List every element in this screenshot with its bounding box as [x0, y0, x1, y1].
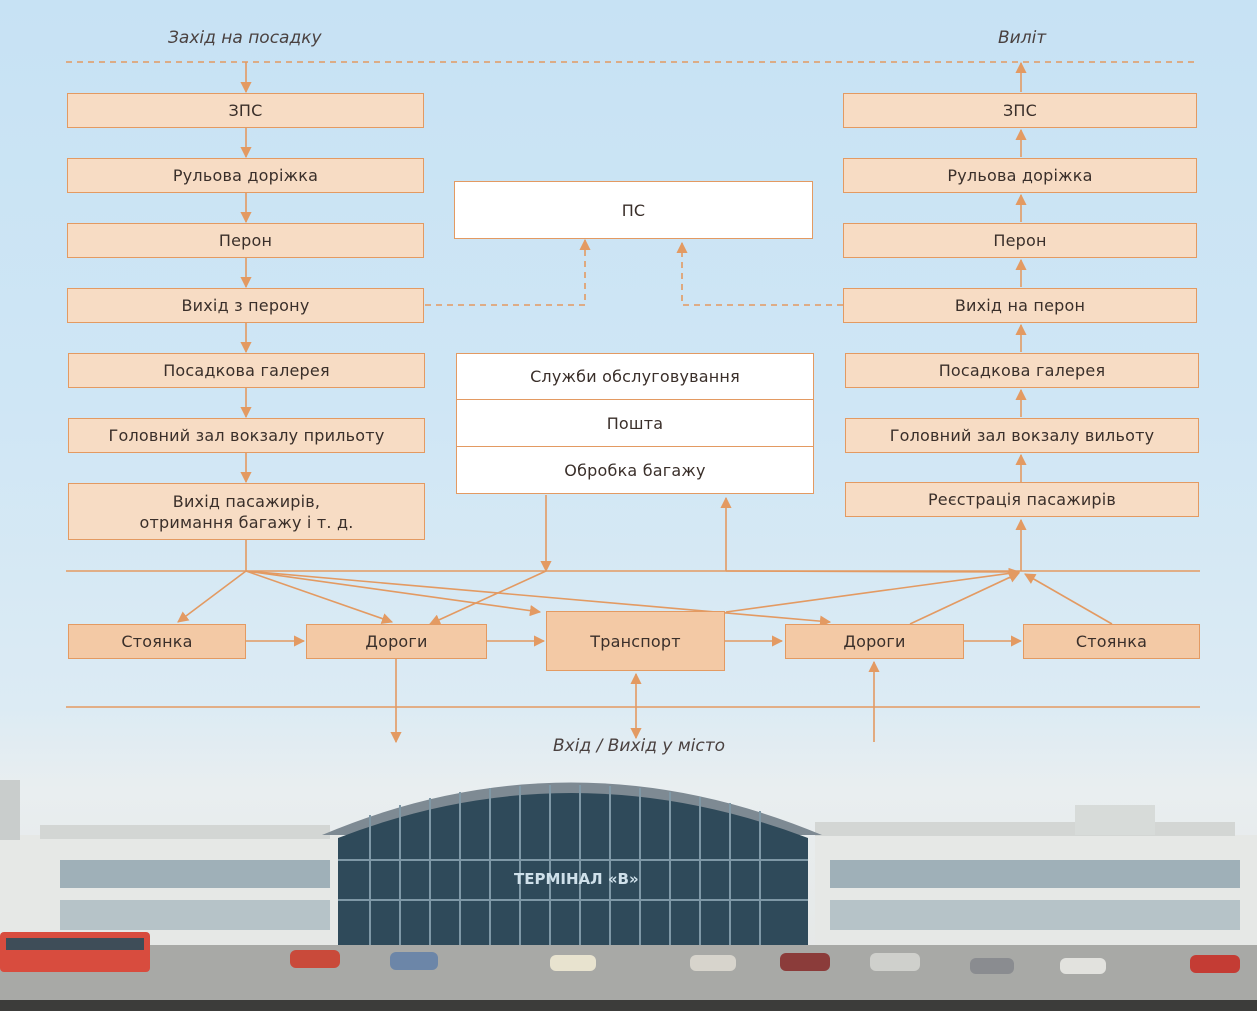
service-units: Служби обслуговування — [456, 353, 814, 400]
departure-main-hall: Головний зал вокзалу вильоту — [845, 418, 1199, 453]
roads-left: Дороги — [306, 624, 487, 659]
arrival-apron: Перон — [67, 223, 424, 258]
city-caption: Вхід / Вихід у місто — [553, 736, 726, 756]
parking-left: Стоянка — [68, 624, 246, 659]
parking-right: Стоянка — [1023, 624, 1200, 659]
arrival-caption: Захід на посадку — [168, 28, 322, 48]
arrival-boarding-gallery: Посадкова галерея — [68, 353, 425, 388]
arrival-main-hall: Головний зал вокзалу прильоту — [68, 418, 425, 453]
departure-boarding-gallery: Посадкова галерея — [845, 353, 1199, 388]
transport: Транспорт — [546, 611, 725, 671]
departure-apron-entry: Вихід на перон — [843, 288, 1197, 323]
baggage-handling: Обробка багажу — [456, 446, 814, 494]
roads-right: Дороги — [785, 624, 964, 659]
arrival-taxiway: Рульова доріжка — [67, 158, 424, 193]
departure-taxiway: Рульова доріжка — [843, 158, 1197, 193]
arrival-runway: ЗПС — [67, 93, 424, 128]
aircraft-box: ПС — [454, 181, 813, 239]
passenger-check-in: Реєстрація пасажирів — [845, 482, 1199, 517]
arrival-passenger-exit: Вихід пасажирів, отримання багажу і т. д… — [68, 483, 425, 540]
post-office: Пошта — [456, 399, 814, 447]
departure-caption: Виліт — [998, 28, 1047, 48]
departure-apron: Перон — [843, 223, 1197, 258]
arrival-apron-exit: Вихід з перону — [67, 288, 424, 323]
terminal-sign: ТЕРМІНАЛ «В» — [514, 870, 639, 888]
departure-runway: ЗПС — [843, 93, 1197, 128]
